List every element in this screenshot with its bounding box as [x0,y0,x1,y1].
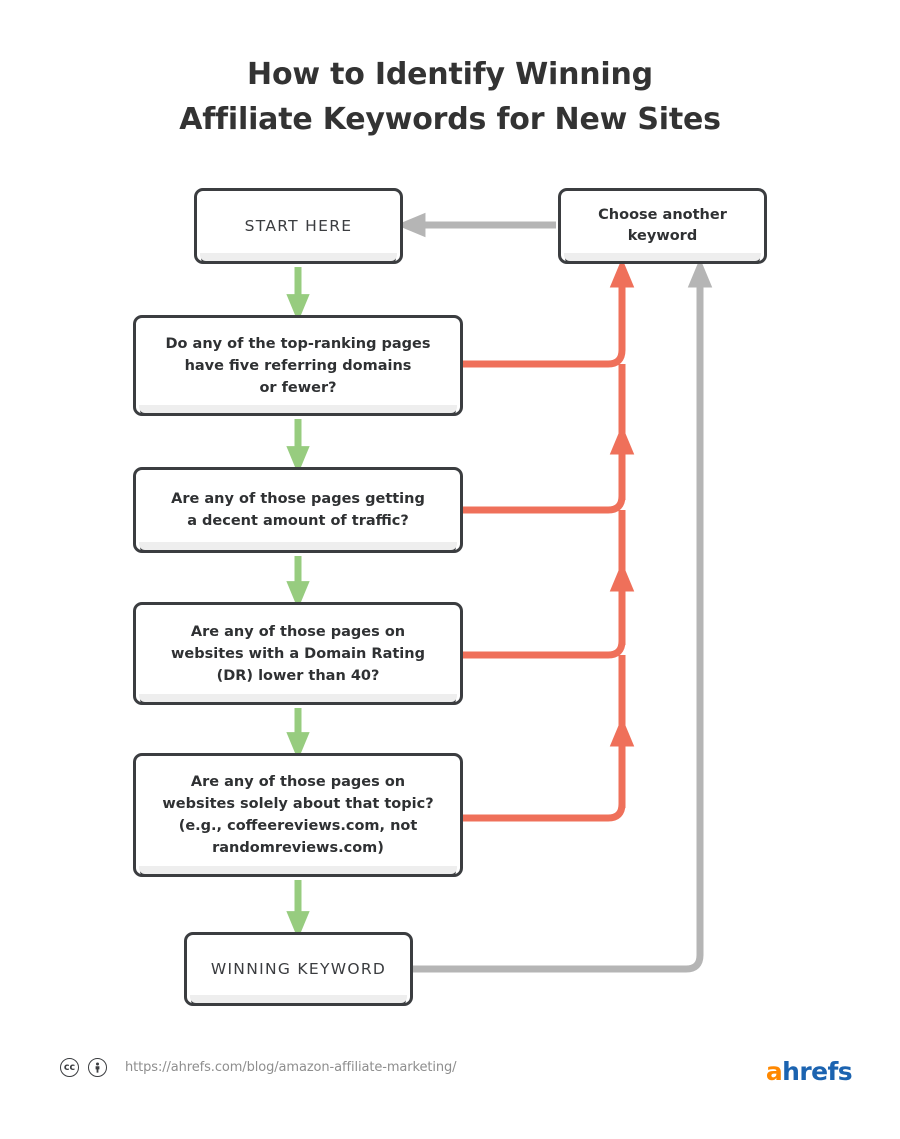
node-start-here-label: START HERE [244,217,353,235]
source-url[interactable]: https://ahrefs.com/blog/amazon-affiliate… [125,1060,457,1075]
ahrefs-logo-hrefs: hrefs [782,1057,852,1086]
cc-by-person-icon [88,1058,107,1077]
q4-line-2: websites solely about that topic? [162,796,434,812]
node-question-domain-rating[interactable]: Are any of those pages on websites with … [133,602,463,705]
q4-line-4: randomreviews.com) [212,840,384,856]
node-inner-bar [564,253,761,261]
q3-line-2: websites with a Domain Rating [171,645,425,662]
no-branch-q4 [463,717,635,822]
node-question-traffic[interactable]: Are any of those pages getting a decent … [133,467,463,553]
choose-line-1: Choose another [598,207,727,223]
no-branch-q1 [463,258,635,368]
node-question-topical-site-text: Are any of those pages on websites solel… [136,771,460,859]
return-winning-to-choose [413,258,713,973]
q3-line-1: Are any of those pages on [190,623,406,640]
q1-line-1: Do any of the top-ranking pages [165,335,431,352]
choose-line-2: keyword [627,228,698,244]
node-question-topical-site[interactable]: Are any of those pages on websites solel… [133,753,463,877]
node-inner-bar [139,405,457,413]
page-title-line-1: How to Identify Winning [247,57,653,92]
q3-line-3: (DR) lower than 40? [216,667,380,684]
footer-license-block: cc https://ahrefs.com/blog/amazon-affili… [60,1058,457,1077]
q4-line-1: Are any of those pages on [190,774,406,790]
page-title: How to Identify Winning Affiliate Keywor… [0,52,900,142]
node-inner-bar [200,253,397,261]
node-start-here[interactable]: START HERE [194,188,403,264]
q1-line-3: or fewer? [259,379,337,396]
q2-line-1: Are any of those pages getting [171,491,425,507]
q4-line-3: (e.g., coffeereviews.com, not [178,818,418,834]
ahrefs-logo[interactable]: ahrefs [765,1057,853,1086]
no-arrows [463,258,635,822]
node-question-referring-domains-text: Do any of the top-ranking pages have fiv… [136,333,460,399]
q1-line-2: have five referring domains [184,357,412,374]
node-inner-bar [139,866,457,874]
no-branch-q3 [463,562,635,659]
no-branch-q2 [463,425,635,514]
node-choose-another-keyword-text: Choose another keyword [561,205,764,247]
q2-line-2: a decent amount of traffic? [187,513,409,529]
node-choose-another-keyword[interactable]: Choose another keyword [558,188,767,264]
page-title-line-2: Affiliate Keywords for New Sites [179,102,721,137]
node-question-domain-rating-text: Are any of those pages on websites with … [136,621,460,687]
node-winning-keyword[interactable]: WINNING KEYWORD [184,932,413,1006]
node-inner-bar [139,542,457,550]
footer: cc https://ahrefs.com/blog/amazon-affili… [0,1048,900,1098]
cc-icon: cc [60,1058,79,1077]
return-arrows [396,212,713,973]
node-inner-bar [190,995,407,1003]
node-inner-bar [139,694,457,702]
node-question-traffic-text: Are any of those pages getting a decent … [136,488,460,532]
node-winning-keyword-label: WINNING KEYWORD [210,960,387,978]
ahrefs-logo-a: a [765,1057,783,1086]
node-question-referring-domains[interactable]: Do any of the top-ranking pages have fiv… [133,315,463,416]
